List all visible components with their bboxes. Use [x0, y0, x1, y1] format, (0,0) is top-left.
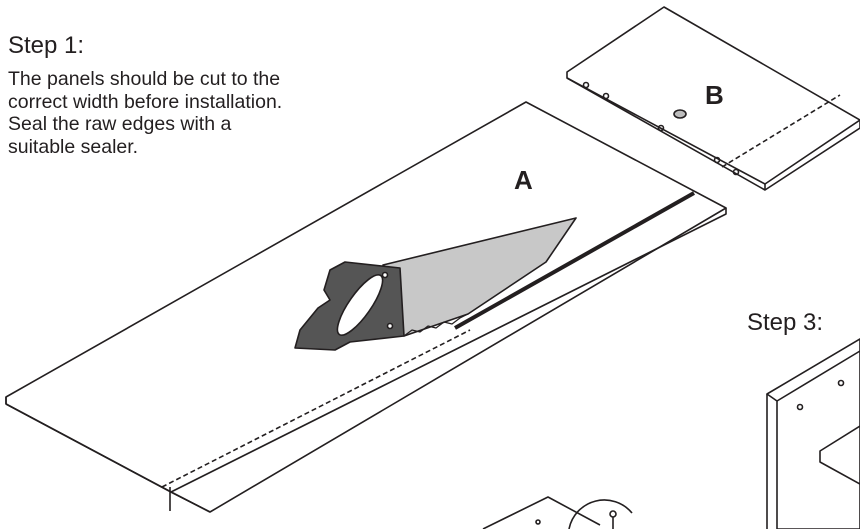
screw-icon — [609, 510, 617, 518]
step1-title: Step 1: — [8, 32, 85, 59]
step3-title: Step 3: — [747, 309, 824, 336]
panel-b-cut-line — [721, 94, 841, 168]
panel-b-board — [566, 6, 860, 191]
edge-hole — [837, 379, 845, 387]
step1-line: Seal the raw edges with a — [8, 113, 232, 136]
hand-saw-icon — [294, 217, 577, 351]
panel-b-label: B — [705, 80, 724, 110]
panel-a-cut-line — [161, 329, 471, 488]
saw-handle-grip — [336, 274, 384, 336]
panel-b-hole — [673, 109, 687, 119]
edge-hole — [732, 168, 740, 176]
step1-line: correct width before installation. — [8, 90, 283, 113]
panel-a-saw-groove — [454, 191, 695, 330]
step1-instructions: The panels should be cut to the correct … — [8, 68, 408, 158]
edge-hole — [713, 156, 721, 164]
edge-hole — [602, 92, 610, 100]
step1-line: suitable sealer. — [8, 135, 139, 158]
step1-line: The panels should be cut to the — [8, 68, 281, 90]
edge-hole — [796, 403, 804, 411]
edge-hole — [535, 519, 541, 525]
panel-a-label: A — [514, 165, 533, 195]
edge-hole — [582, 81, 590, 89]
step3-cabinet-partial — [766, 338, 860, 529]
edge-hole — [657, 124, 665, 132]
step2-detail-partial — [482, 496, 633, 529]
